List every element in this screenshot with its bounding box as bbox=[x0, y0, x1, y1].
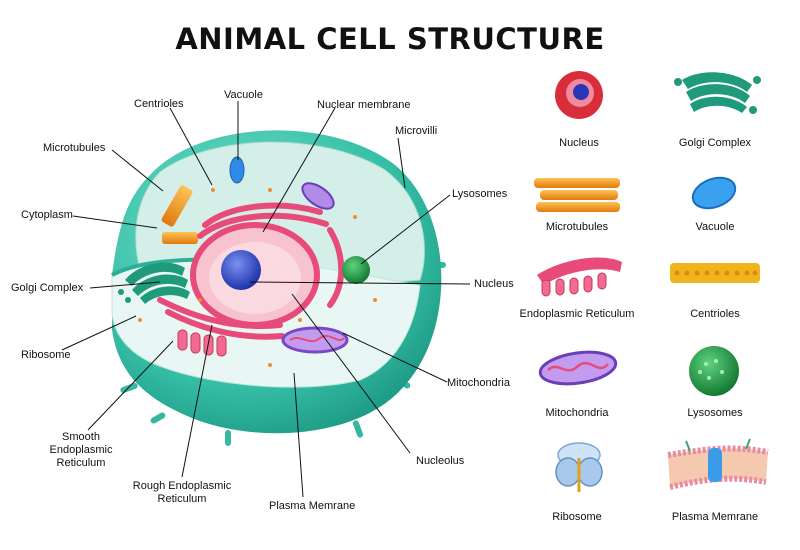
label-leader-lines bbox=[61, 101, 471, 498]
ribosomes bbox=[138, 188, 377, 367]
gallery-label-vacuole: Vacuole bbox=[695, 221, 735, 233]
vacuole-icon bbox=[691, 176, 737, 210]
gallery-label-lysosomes: Lysosomes bbox=[687, 407, 743, 419]
label-smooth-endoplasmic-reticulum: Smooth Endoplasmic Reticulum bbox=[36, 431, 126, 470]
label-rough-er-line2: Reticulum bbox=[157, 493, 207, 505]
centrioles bbox=[161, 185, 198, 244]
label-microvilli: Microvilli bbox=[395, 125, 438, 137]
label-cytoplasm: Cytoplasm bbox=[21, 209, 73, 221]
mitochondria-small bbox=[301, 182, 335, 210]
label-lysosomes: Lysosomes bbox=[452, 188, 508, 200]
label-smooth-er-line1: Smooth bbox=[62, 431, 100, 443]
nucleolus bbox=[221, 250, 261, 290]
label-nucleolus: Nucleolus bbox=[416, 455, 465, 467]
golgi-complex-icon bbox=[674, 72, 761, 114]
golgi-complex bbox=[118, 262, 190, 304]
centrioles-icon bbox=[670, 263, 760, 283]
gallery-label-nucleus: Nucleus bbox=[559, 137, 599, 149]
label-rough-endoplasmic-reticulum: Rough Endoplasmic Reticulum bbox=[127, 480, 237, 506]
label-golgi-complex: Golgi Complex bbox=[11, 282, 84, 294]
label-smooth-er-line3: Reticulum bbox=[56, 457, 106, 469]
label-ribosome: Ribosome bbox=[21, 349, 71, 361]
label-microtubules: Microtubules bbox=[43, 142, 106, 154]
ribosome-icon bbox=[555, 442, 603, 492]
plasma-membrane-icon bbox=[667, 438, 769, 490]
lysosomes-icon bbox=[689, 346, 739, 396]
label-plasma-membrane: Plasma Memrane bbox=[269, 500, 356, 512]
label-mitochondria: Mitochondria bbox=[447, 377, 510, 389]
label-vacuole: Vacuole bbox=[224, 89, 263, 101]
gallery-label-mitochondria: Mitochondria bbox=[545, 407, 609, 419]
label-nucleus: Nucleus bbox=[474, 278, 514, 290]
gallery-label-ribosome: Ribosome bbox=[552, 511, 602, 523]
nucleus-icon bbox=[555, 71, 603, 119]
label-smooth-er-line2: Endoplasmic bbox=[49, 444, 113, 456]
endoplasmic-reticulum-icon bbox=[537, 257, 622, 297]
label-centrioles: Centrioles bbox=[134, 98, 184, 110]
smooth-endoplasmic-reticulum bbox=[177, 329, 227, 357]
label-nuclear-membrane: Nuclear membrane bbox=[317, 99, 411, 111]
gallery-label-plasma-membrane: Plasma Memrane bbox=[671, 511, 759, 523]
mitochondria-icon bbox=[538, 350, 618, 386]
gallery-label-microtubules: Microtubules bbox=[545, 221, 609, 233]
animal-cell bbox=[111, 130, 446, 446]
page-title: ANIMAL CELL STRUCTURE bbox=[175, 22, 605, 56]
gallery-label-centrioles: Centrioles bbox=[690, 308, 740, 320]
vacuole bbox=[229, 156, 245, 184]
gallery-label-golgi-complex: Golgi Complex bbox=[678, 137, 752, 149]
label-rough-er-line1: Rough Endoplasmic bbox=[132, 480, 232, 492]
microtubules-icon bbox=[534, 178, 620, 212]
gallery-label-endoplasmic-reticulum: Endoplasmic Reticulum bbox=[519, 308, 635, 320]
